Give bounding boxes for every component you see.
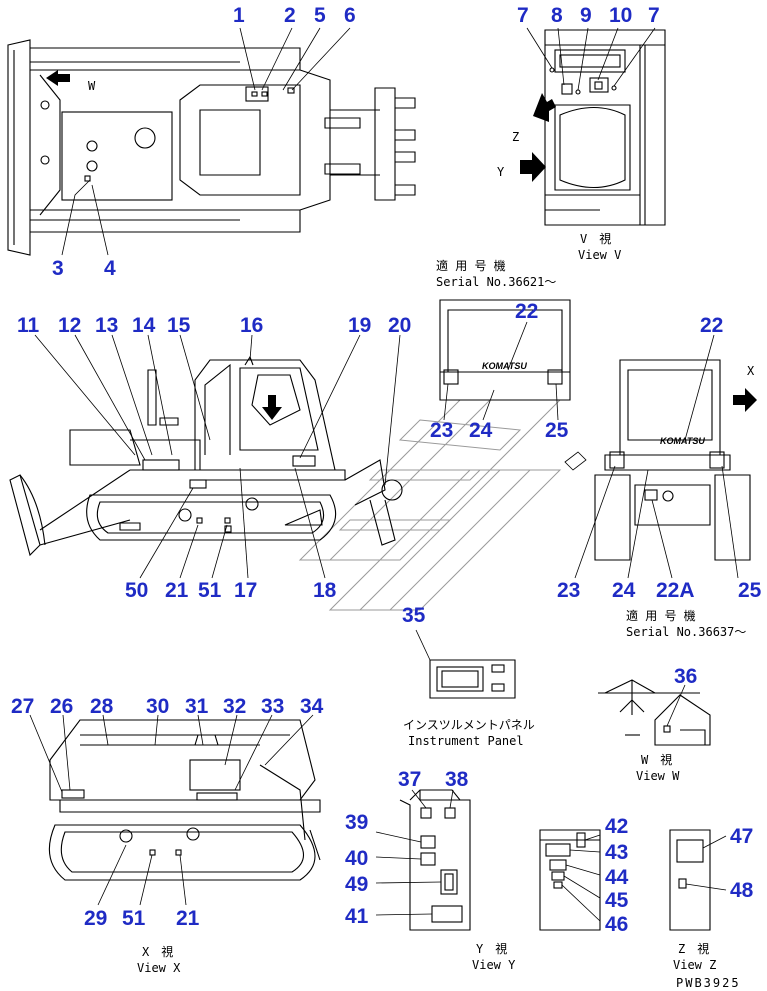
panel-caption-jp: インスツルメントパネル	[403, 718, 535, 732]
callout-39: 39	[345, 811, 368, 834]
callout-numbers: 1 2 5 6 3 4 7 8 9 10 7 11 12 13 14 15 16…	[11, 4, 762, 936]
callout-14: 14	[132, 314, 156, 337]
callout-15: 15	[167, 314, 191, 337]
callout-24b: 24	[612, 579, 636, 602]
callout-5: 5	[314, 4, 326, 27]
view-x-caption-jp: X 視	[142, 944, 173, 959]
callout-33: 33	[261, 695, 284, 718]
front-view-serial-36637: KOMATSU X	[564, 359, 757, 561]
callout-51b: 51	[122, 907, 146, 930]
callout-32: 32	[223, 695, 246, 718]
callout-44: 44	[605, 866, 629, 889]
top-view-drawing: W	[7, 39, 416, 256]
view-v-caption-en: View V	[578, 248, 621, 262]
view-z-caption-jp: Z 視	[678, 941, 709, 956]
callout-24a: 24	[469, 419, 493, 442]
komatsu-logo-1: KOMATSU	[482, 361, 527, 371]
callout-11: 11	[17, 314, 40, 337]
view-z-drawing	[669, 829, 711, 931]
view-v-caption-jp: V 視	[580, 231, 611, 246]
front-view-serial-36621: KOMATSU	[439, 299, 571, 401]
view-w-drawing	[598, 679, 711, 746]
callout-50: 50	[125, 579, 148, 602]
callout-6: 6	[344, 4, 356, 27]
callout-51a: 51	[198, 579, 222, 602]
drawing-code: PWB3925	[676, 976, 741, 990]
callout-22a: 22	[515, 300, 538, 323]
callout-27: 27	[11, 695, 34, 718]
callout-12: 12	[58, 314, 81, 337]
callout-35: 35	[402, 604, 426, 627]
view-y-caption-jp: Y 視	[476, 941, 507, 956]
view-w-letter: W	[88, 79, 96, 93]
callout-20: 20	[388, 314, 411, 337]
callout-31: 31	[185, 695, 209, 718]
view-w-caption-jp: W 視	[641, 752, 672, 767]
callout-18: 18	[313, 579, 337, 602]
callout-45: 45	[605, 889, 629, 912]
callout-22b: 22	[700, 314, 723, 337]
view-z-letter: Z	[512, 130, 519, 144]
callout-23b: 23	[557, 579, 580, 602]
side-view-drawing	[9, 355, 403, 557]
callout-4: 4	[104, 257, 116, 280]
callout-21a: 21	[165, 579, 189, 602]
serial-2-caption-en: Serial No.36637～	[626, 625, 746, 639]
serial-1-caption-jp: 適 用 号 機	[436, 258, 506, 273]
view-v-drawing: Z Y	[497, 29, 666, 226]
callout-42: 42	[605, 815, 628, 838]
callout-48: 48	[730, 879, 754, 902]
instrument-panel-drawing	[429, 659, 516, 699]
callout-3: 3	[52, 257, 64, 280]
callout-30: 30	[146, 695, 169, 718]
callout-23a: 23	[430, 419, 453, 442]
callout-19: 19	[348, 314, 371, 337]
callout-43: 43	[605, 841, 628, 864]
callout-17: 17	[234, 579, 257, 602]
serial-1-caption-en: Serial No.36621～	[436, 275, 556, 289]
leader-lines	[29, 27, 739, 922]
view-x-caption-en: View X	[137, 961, 181, 975]
callout-1: 1	[233, 4, 245, 27]
callout-34: 34	[300, 695, 324, 718]
komatsu-logo-2: KOMATSU	[660, 436, 705, 446]
callout-36: 36	[674, 665, 697, 688]
callout-7b: 7	[648, 4, 660, 27]
callout-8: 8	[551, 4, 563, 27]
callout-46: 46	[605, 913, 628, 936]
callout-13: 13	[95, 314, 118, 337]
panel-caption-en: Instrument Panel	[408, 734, 524, 748]
view-w-caption-en: View W	[636, 769, 680, 783]
callout-41: 41	[345, 905, 369, 928]
callout-9: 9	[580, 4, 592, 27]
callout-21b: 21	[176, 907, 200, 930]
callout-28: 28	[90, 695, 114, 718]
callout-16: 16	[240, 314, 263, 337]
callout-7a: 7	[517, 4, 529, 27]
callout-40: 40	[345, 847, 368, 870]
callout-10: 10	[609, 4, 632, 27]
callout-49: 49	[345, 873, 368, 896]
view-y-caption-en: View Y	[472, 958, 516, 972]
callout-47: 47	[730, 825, 753, 848]
callout-25a: 25	[545, 419, 569, 442]
view-y-drawing	[399, 789, 471, 931]
callout-38: 38	[445, 768, 469, 791]
view-y-letter: Y	[497, 165, 505, 179]
callout-26: 26	[50, 695, 73, 718]
callout-29: 29	[84, 907, 107, 930]
view-z-caption-en: View Z	[673, 958, 716, 972]
watermark-logo	[298, 399, 562, 611]
serial-2-caption-jp: 適 用 号 機	[626, 608, 696, 623]
callout-25b: 25	[738, 579, 762, 602]
callout-37: 37	[398, 768, 421, 791]
view-x-drawing	[48, 719, 321, 881]
items-42-46-drawing	[539, 829, 601, 931]
callout-22A: 22A	[656, 579, 695, 602]
view-x-letter: X	[747, 364, 755, 378]
captions: V 視 View V 適 用 号 機 Serial No.36621～ 適 用 …	[137, 231, 746, 990]
callout-2: 2	[284, 4, 296, 27]
